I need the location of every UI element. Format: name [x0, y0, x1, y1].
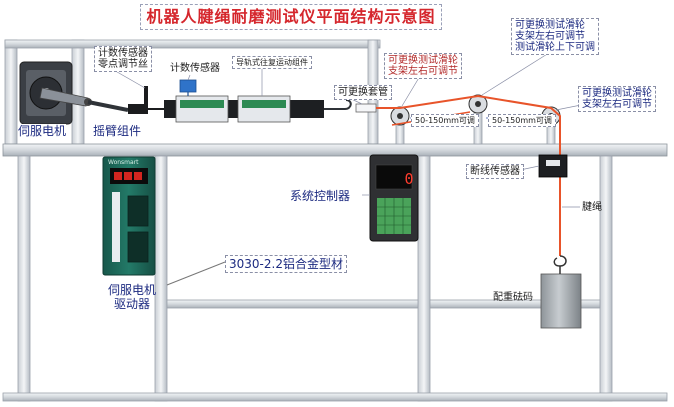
- label-pulley-left-line2: 支架左右可调节: [388, 66, 458, 77]
- label-servo-motor: 伺服电机: [18, 124, 66, 138]
- count-sensor-body: [180, 80, 196, 92]
- label-aluminum-profile: 3030-2.2铝合金型材: [225, 255, 347, 273]
- zero-adjust-post: [144, 86, 148, 104]
- leg-4: [600, 156, 612, 401]
- cross-beam-left: [167, 300, 418, 308]
- motor-frame-post-left: [5, 40, 17, 144]
- servo-driver-connector: [128, 196, 148, 226]
- connecting-rod: [88, 102, 128, 110]
- servo-driver-display-digit-3: [134, 172, 142, 180]
- label-servo-driver-line1: 伺服电机: [107, 283, 157, 297]
- weight-hook: [554, 256, 566, 266]
- carriage-left-stripe: [180, 100, 224, 108]
- label-servo-driver-line2: 驱动器: [107, 297, 157, 311]
- label-pulley-top: 可更换测试滑轮 支架左右可调节 测试滑轮上下可调: [511, 18, 599, 55]
- leader-count-sensor: [188, 75, 190, 80]
- label-pulley-top-line1: 可更换测试滑轮: [515, 20, 595, 31]
- bottom-beam: [3, 393, 667, 401]
- label-count-sensor-adjust: 计数传感器 零点调节丝: [94, 46, 152, 72]
- label-count-sensor-adjust-line1: 计数传感器: [98, 48, 148, 59]
- counterweight: [541, 274, 581, 328]
- label-pulley-left: 可更换测试滑轮 支架左右可调节: [384, 53, 462, 79]
- servo-driver-brand: Wonsmart: [108, 159, 139, 166]
- label-replaceable-sleeve: 可更换套管: [334, 85, 392, 100]
- leg-3: [418, 156, 430, 401]
- label-pulley-top-line2: 支架左右可调节: [515, 31, 595, 42]
- label-range-right: 50-150mm可调: [488, 114, 556, 127]
- servo-driver-terminal-block: [112, 192, 120, 262]
- upper-rail: [5, 40, 380, 48]
- label-guide-rail: 导轨式往复运动组件: [232, 56, 312, 69]
- label-pulley-right-line1: 可更换测试滑轮: [582, 88, 652, 99]
- label-count-sensor: 计数传感器: [170, 63, 220, 74]
- break-sensor-window: [546, 160, 560, 166]
- label-system-controller: 系统控制器: [290, 189, 350, 203]
- label-range-left: 50-150mm可调: [411, 114, 479, 127]
- output-hook: [345, 100, 351, 109]
- pulley-top-axle: [475, 101, 481, 107]
- label-pulley-right-line2: 支架左右可调节: [582, 99, 652, 110]
- servo-driver-display-digit-1: [114, 172, 122, 180]
- label-swing-arm: 摇臂组件: [93, 124, 141, 138]
- label-pulley-right: 可更换测试滑轮 支架左右可调节: [578, 86, 656, 112]
- main-table-beam: [3, 144, 667, 156]
- label-tendon-rope: 腱绳: [582, 202, 602, 213]
- label-servo-driver: 伺服电机 驱动器: [107, 283, 157, 311]
- leader-profile: [167, 262, 225, 285]
- controller-display-value: 0: [402, 170, 416, 188]
- label-counterweight: 配重砝码: [493, 292, 533, 303]
- leg-2: [155, 156, 167, 401]
- servo-driver-connector-2: [128, 232, 148, 262]
- leg-1: [18, 156, 30, 401]
- label-pulley-top-line3: 测试滑轮上下可调: [515, 42, 595, 53]
- label-pulley-left-line1: 可更换测试滑轮: [388, 55, 458, 66]
- carriage-right: [238, 96, 290, 122]
- diagram-title: 机器人腱绳耐磨测试仪平面结构示意图: [140, 4, 442, 30]
- servo-driver-display-digit-2: [124, 172, 132, 180]
- zero-adjust-block: [128, 104, 148, 114]
- carriage-left: [176, 96, 228, 122]
- replaceable-sleeve: [356, 104, 376, 112]
- label-count-sensor-adjust-line2: 零点调节丝: [98, 59, 148, 70]
- label-break-sensor: 断线传感器: [466, 164, 524, 179]
- motor-frame-post-right: [72, 40, 84, 144]
- leader-pulley-left: [402, 76, 420, 106]
- pulley-left-axle: [397, 113, 403, 119]
- carriage-right-stripe: [242, 100, 286, 108]
